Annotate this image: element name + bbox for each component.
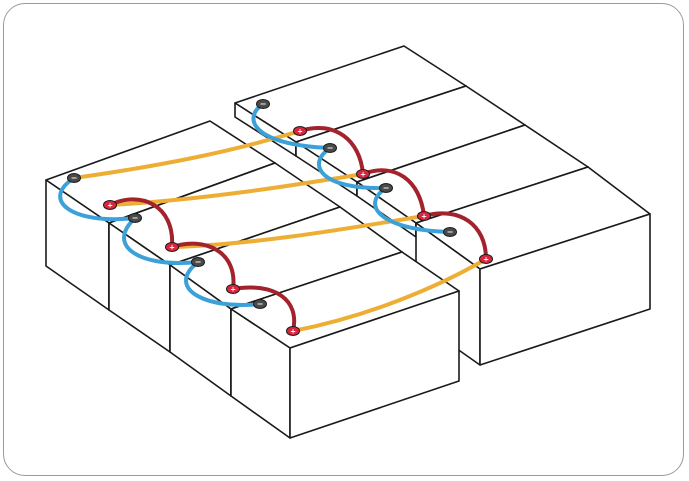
positive-cable bbox=[170, 241, 236, 291]
negative-terminal-icon bbox=[253, 298, 267, 309]
positive-terminal-icon bbox=[417, 211, 431, 222]
negative-terminal-icon bbox=[443, 226, 457, 237]
positive-cable bbox=[231, 285, 297, 333]
series-link-cable bbox=[108, 172, 365, 207]
positive-terminal-icon bbox=[165, 242, 179, 253]
positive-terminal-icon bbox=[293, 126, 307, 137]
positive-cable bbox=[298, 125, 365, 176]
negative-terminal-icon bbox=[128, 212, 142, 223]
negative-terminal-icon bbox=[191, 256, 205, 267]
negative-terminal-icon bbox=[323, 142, 337, 153]
positive-cable bbox=[422, 211, 488, 261]
negative-terminal-icon bbox=[67, 172, 81, 183]
negative-cable bbox=[373, 186, 452, 234]
negative-cable bbox=[58, 176, 137, 222]
positive-terminal-icon bbox=[226, 284, 240, 295]
series-link-cable bbox=[291, 257, 488, 333]
positive-terminal-icon bbox=[103, 200, 117, 211]
positive-terminal-icon bbox=[286, 326, 300, 337]
negative-cable bbox=[122, 216, 200, 265]
negative-cable bbox=[251, 102, 332, 150]
negative-terminal-icon bbox=[379, 182, 393, 193]
positive-cable bbox=[108, 197, 175, 249]
negative-cable bbox=[317, 146, 388, 191]
battery-icon bbox=[230, 251, 460, 439]
negative-terminal-icon bbox=[256, 98, 270, 109]
positive-terminal-icon bbox=[479, 254, 493, 265]
positive-cable bbox=[361, 168, 426, 218]
positive-terminal-icon bbox=[356, 169, 370, 180]
negative-cable bbox=[184, 260, 262, 307]
front-bank bbox=[45, 120, 460, 439]
